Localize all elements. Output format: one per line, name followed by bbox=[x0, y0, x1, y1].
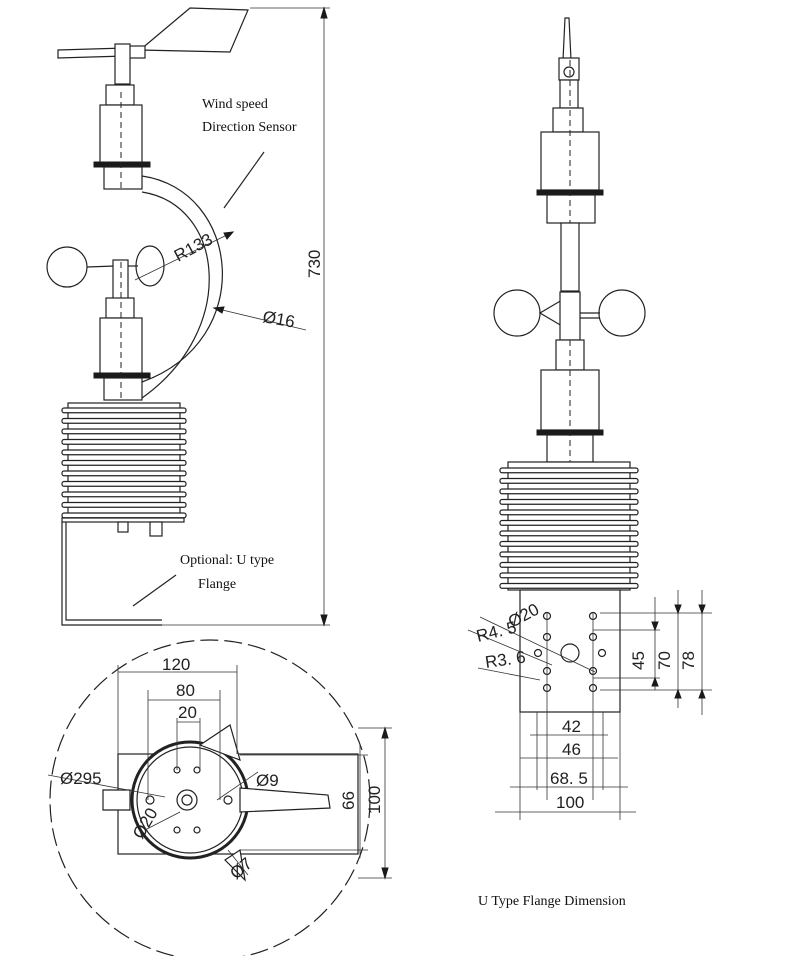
dim-d16: Ø16 bbox=[261, 307, 296, 331]
shield-fin bbox=[499, 551, 639, 558]
dim-d9: Ø9 bbox=[256, 771, 279, 790]
cup-front-left bbox=[493, 289, 541, 337]
shield-fin bbox=[499, 467, 639, 474]
flange-hole bbox=[597, 648, 607, 658]
shield-fin bbox=[499, 582, 639, 589]
shield-fin bbox=[61, 449, 187, 456]
dim-flange-46: 46 bbox=[562, 740, 581, 759]
caption: U Type Flange Dimension bbox=[478, 894, 626, 909]
shield-fin bbox=[499, 540, 639, 547]
dim-flange-100: 100 bbox=[556, 793, 584, 812]
dim-r133: R133 bbox=[171, 230, 216, 266]
shield-fin bbox=[61, 459, 187, 466]
top-view bbox=[47, 639, 392, 956]
sensor-label-line1: Wind speed bbox=[202, 97, 268, 112]
cup-right bbox=[135, 245, 165, 287]
shield-fin bbox=[61, 501, 187, 508]
flange-hole bbox=[533, 648, 543, 658]
dim-66: 66 bbox=[339, 791, 358, 810]
dim-120: 120 bbox=[162, 655, 190, 674]
shield-fin bbox=[61, 480, 187, 487]
shield-fin bbox=[61, 428, 187, 435]
flange-label-line2: Flange bbox=[198, 577, 236, 592]
cup-left bbox=[46, 246, 88, 288]
cup-front-right bbox=[598, 289, 646, 337]
dim-100-top: 100 bbox=[365, 786, 384, 814]
shield-fin bbox=[499, 488, 639, 495]
dim-flange-70: 70 bbox=[655, 651, 674, 670]
flange-label-line1: Optional: U type bbox=[180, 553, 274, 568]
center-hole bbox=[560, 643, 580, 663]
dim-flange-685: 68. 5 bbox=[550, 769, 588, 788]
shield-fin bbox=[499, 509, 639, 516]
shield-fin bbox=[499, 530, 639, 537]
shield-fin bbox=[61, 512, 187, 519]
dim-20: 20 bbox=[178, 703, 197, 722]
shield-fin bbox=[499, 477, 639, 484]
shield-fin bbox=[61, 470, 187, 477]
sensor-label-line2: Direction Sensor bbox=[202, 120, 297, 135]
u-flange-outline bbox=[61, 522, 162, 626]
shield-fin bbox=[61, 438, 187, 445]
shield-fin bbox=[499, 561, 639, 568]
shield-fin bbox=[499, 572, 639, 579]
dim-d295: Ø295 bbox=[60, 769, 102, 788]
shield-fin bbox=[499, 519, 639, 526]
shield-fin bbox=[499, 498, 639, 505]
shield-fin bbox=[61, 407, 187, 414]
dim-730: 730 bbox=[305, 250, 324, 278]
dim-80: 80 bbox=[176, 681, 195, 700]
dim-flange-42: 42 bbox=[562, 717, 581, 736]
dim-flange-45: 45 bbox=[629, 651, 648, 670]
wind-vane-tail bbox=[138, 7, 249, 53]
shield-fin bbox=[61, 417, 187, 424]
dim-flange-78: 78 bbox=[679, 651, 698, 670]
shield-fin bbox=[61, 491, 187, 498]
front-view bbox=[467, 17, 712, 820]
side-view bbox=[46, 6, 330, 627]
